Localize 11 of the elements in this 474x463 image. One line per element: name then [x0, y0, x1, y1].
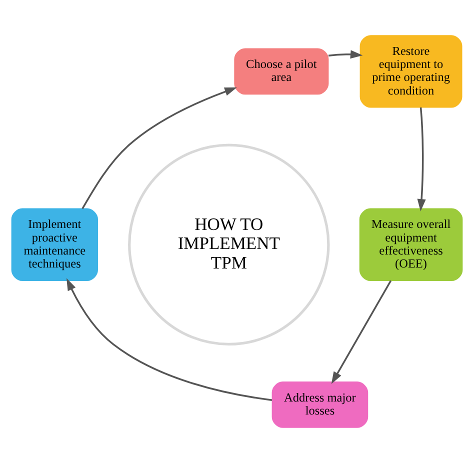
arrow: [417, 107, 426, 212]
node-box: Restore equipment to prime operating condition: [360, 35, 462, 108]
node-box: Measure overall equipment effectiveness (OEE): [359, 208, 463, 281]
node-box: Implement proactive maintenance techniques: [11, 208, 98, 281]
node-circle: HOW TO IMPLEMENT TPM: [128, 144, 330, 346]
node-box: Choose a pilot area: [234, 48, 329, 95]
arrow: [82, 87, 237, 210]
arrow: [331, 280, 392, 384]
arrow: [66, 278, 272, 401]
arrow: [328, 50, 363, 59]
node-box: Address major losses: [272, 382, 368, 428]
